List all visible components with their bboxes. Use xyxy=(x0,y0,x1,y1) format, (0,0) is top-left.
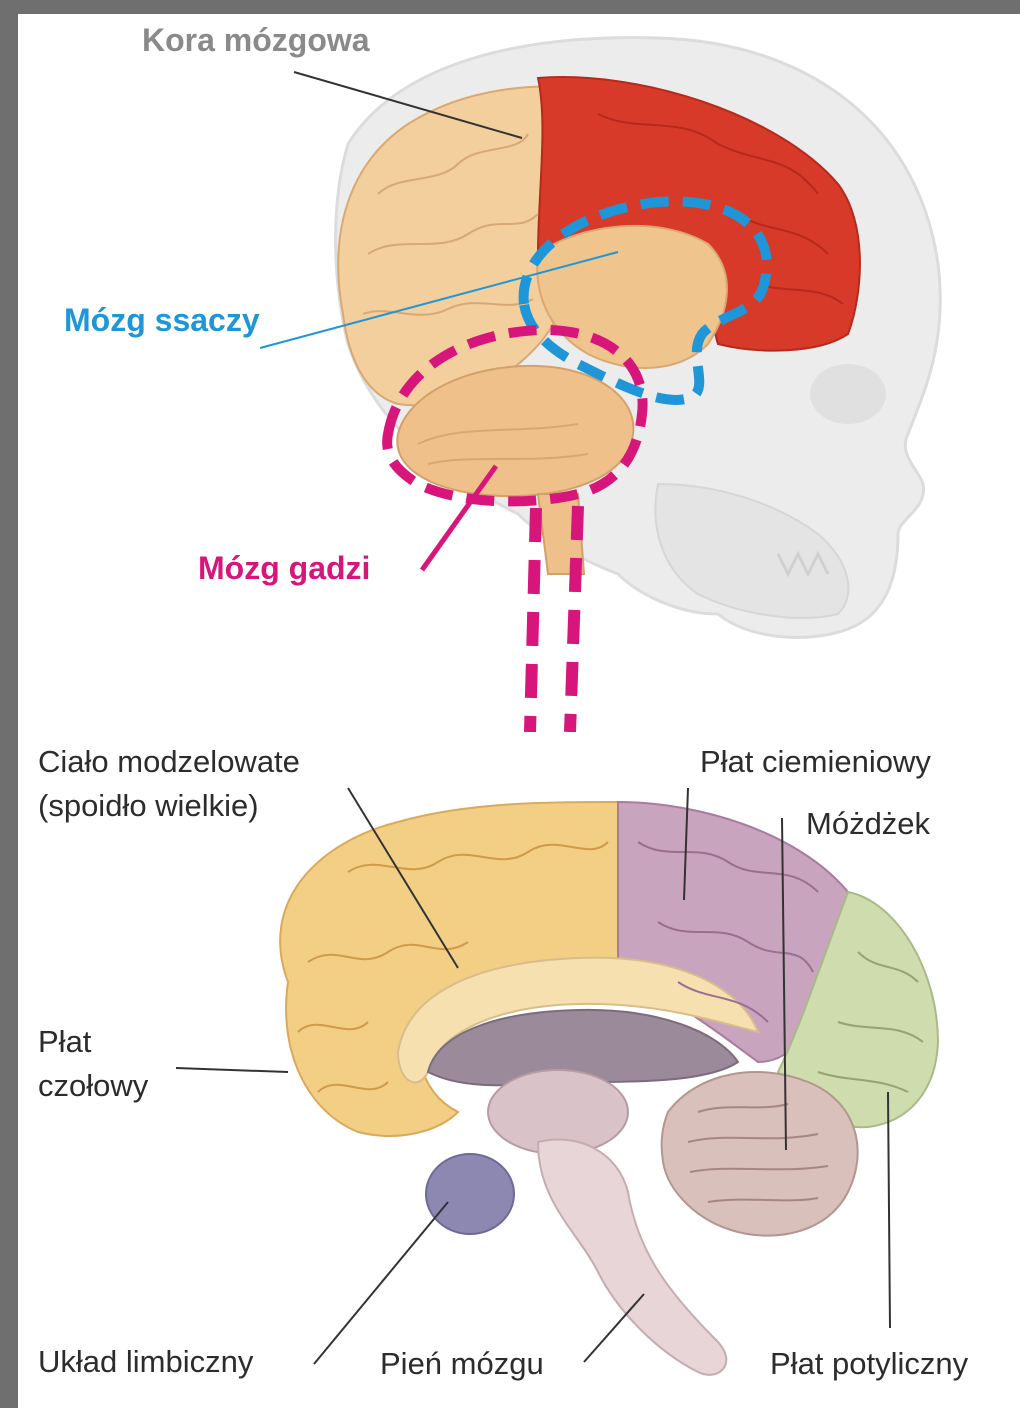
triune-brain-panel: Kora mózgowa Mózg ssaczy Mózg gadzi xyxy=(18,14,1020,732)
mammal-brain-label: Mózg ssaczy xyxy=(64,302,260,339)
frontal-lobe-label: Płat xyxy=(38,1024,91,1060)
cerebellum-label: Móżdżek xyxy=(806,806,930,842)
cortex-label: Kora mózgowa xyxy=(142,22,370,59)
occipital-leader-line xyxy=(888,1092,890,1328)
cerebellum xyxy=(662,1072,858,1236)
parietal-lobe-label: Płat ciemieniowy xyxy=(700,744,931,780)
brainstem-leader-line xyxy=(584,1294,644,1362)
triune-brain-illustration xyxy=(18,14,1020,732)
corpus-callosum-label-line2: (spoidło wielkie) xyxy=(38,788,259,824)
brain-section-panel: Ciało modzelowate (spoidło wielkie) Płat… xyxy=(18,732,1020,1408)
limbic-system-label: Układ limbiczny xyxy=(38,1344,253,1380)
reptile-brain-label: Mózg gadzi xyxy=(198,550,370,587)
reptile-stem-line-left xyxy=(530,508,536,732)
occipital-lobe-label: Płat potyliczny xyxy=(770,1346,968,1382)
corpus-callosum-label: Ciało modzelowate xyxy=(38,744,300,780)
brainstem-label: Pień mózgu xyxy=(380,1346,544,1382)
frontal-lobe-label-line2: czołowy xyxy=(38,1068,148,1104)
limbic-leader-line xyxy=(314,1202,448,1364)
skull-eye-socket xyxy=(810,364,886,424)
frontal-leader-line xyxy=(176,1068,288,1072)
limbic-structure xyxy=(426,1154,514,1234)
